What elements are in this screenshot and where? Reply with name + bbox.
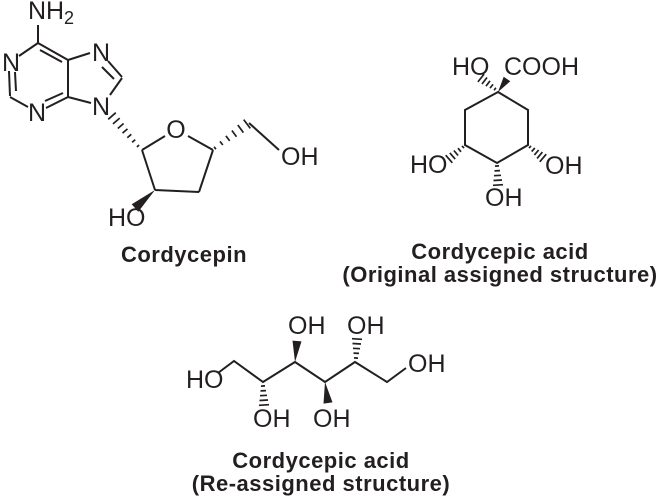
hydroxyl-left-label: HO [410,151,448,179]
n3-label: N [28,99,46,127]
hash-marks [258,385,270,407]
wedge-triangle [292,340,302,362]
hydroxyl-right-label: OH [545,152,583,180]
cordycepin-structure: NH 2 N N N N O HO OH [2,0,319,232]
n3-c4-double-bond [44,92,69,109]
hash-marks [528,145,547,163]
n7-label: N [92,39,110,67]
hash-marks [351,337,363,359]
hash-marks [445,145,465,164]
adenine-double-bonds [8,42,123,109]
amine-label: NH [28,0,64,25]
n7-c8-double-bond [101,60,123,80]
cyclohexane-ring-bonds [464,90,529,165]
ribose-ring-bonds [141,122,280,193]
mannitol-chain-bonds [217,359,407,384]
hydroxyl-c4-down-label: OH [313,405,351,433]
cordycepic-acid-original-structure: HO COOH HO OH OH [410,53,583,212]
hash-marks [492,165,504,187]
wedge-triangle [131,190,155,212]
wedge-triangle [498,76,511,92]
wedge-triangle [323,382,333,404]
caption-line2: (Original assigned structure) [342,262,658,287]
c1-cooh-bold-wedge [498,76,511,92]
c5-c6-double-bond [37,42,69,63]
cordycepic-acid-reassigned-structure: HO OH OH OH OH OH [186,312,446,433]
adenine-single-bonds [9,25,123,108]
c4-c5prime-hashed-wedge [213,119,251,150]
c3-oh-bold-wedge [292,340,302,362]
bond-lines [9,25,123,108]
cordycepic-reassigned-caption: Cordycepic acid (Re-assigned structure) [171,449,471,495]
hydroxyl-c5-up-label: OH [347,312,385,340]
hydroxyl-right-end-label: OH [408,350,446,378]
carboxyl-label: COOH [504,53,579,81]
hydroxyl-c2-down-label: OH [253,405,291,433]
hydroxyl-bottom-label: OH [485,184,523,212]
hydroxyl-3prime-label: HO [108,204,146,232]
n1-c2-double-bond [8,70,17,97]
c2-oh-hashed-wedge [258,385,270,407]
ring-oxygen-label: O [166,116,185,144]
c3-oh-hashed-wedge [528,145,547,163]
bond-lines [141,122,280,193]
hash-marks [107,112,140,148]
caption-line1: Cordycepic acid [232,448,410,473]
amine-subscript-label: 2 [64,8,74,28]
c4-oh-bold-wedge [323,382,333,404]
c4-oh-hashed-wedge [492,165,504,187]
c2-oh-bold-wedge [131,190,155,212]
bond-lines [464,90,529,165]
hydroxyl-top-label: HO [452,53,490,81]
n1-label: N [2,49,20,77]
cordycepic-original-caption: Cordycepic acid (Original assigned struc… [339,240,661,286]
c5-oh-hashed-wedge [351,337,363,359]
hash-marks [477,73,497,91]
caption-line1: Cordycepic acid [411,239,589,264]
cordycepin-caption: Cordycepin [120,242,248,267]
bond-lines [217,359,407,384]
hash-marks [213,119,251,150]
hydroxyl-5prime-label: OH [281,143,319,171]
c5-ho-hashed-wedge [445,145,465,164]
hydroxyl-left-end-label: HO [186,366,224,394]
hydroxyl-c3-up-label: OH [288,312,326,340]
n9-label: N [92,93,110,121]
caption-line2: (Re-assigned structure) [191,471,451,496]
n9-c1-hashed-wedge [107,112,140,148]
c1-ho-hashed-wedge [477,73,497,91]
